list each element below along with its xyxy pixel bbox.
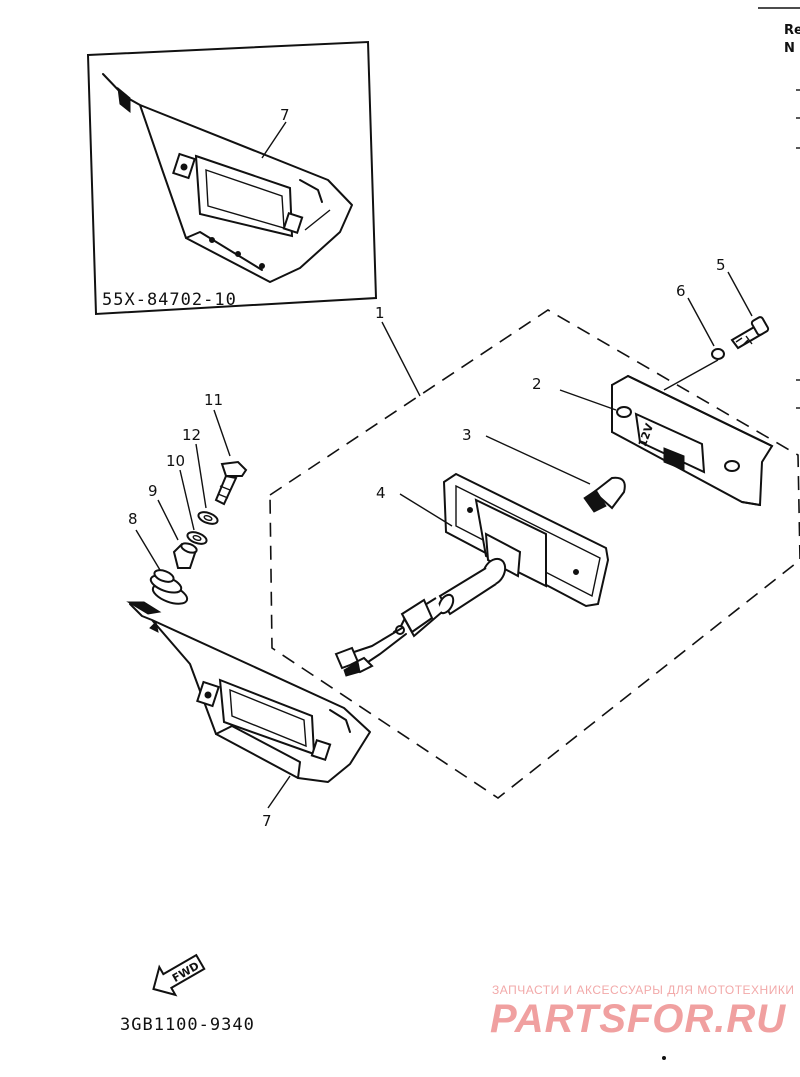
leader-6 bbox=[687, 297, 715, 347]
assembly-boundary-1 bbox=[269, 309, 800, 799]
bulb bbox=[583, 476, 626, 513]
inset-part-number: 55X-84702-10 bbox=[102, 290, 237, 310]
washer bbox=[711, 348, 725, 360]
grommet bbox=[149, 569, 189, 605]
leader-1 bbox=[381, 321, 421, 397]
callout-9: 9 bbox=[148, 482, 158, 500]
leader-12 bbox=[195, 443, 207, 509]
leader-2 bbox=[559, 389, 617, 411]
lens-socket-assembly bbox=[334, 472, 610, 677]
screw bbox=[730, 316, 770, 350]
callout-4: 4 bbox=[376, 484, 386, 502]
leader-10 bbox=[179, 469, 195, 531]
callout-2: 2 bbox=[532, 375, 542, 393]
inset-callout-7: 7 bbox=[280, 106, 290, 124]
washer-10 bbox=[186, 531, 208, 545]
leader-8 bbox=[135, 529, 161, 571]
leader-7 bbox=[267, 775, 291, 809]
inset-frame bbox=[86, 40, 378, 316]
license-bracket bbox=[126, 601, 371, 783]
inset-bracket-drawing bbox=[102, 73, 353, 283]
callout-10: 10 bbox=[166, 452, 185, 470]
callout-7: 7 bbox=[262, 812, 272, 830]
callout-6: 6 bbox=[676, 282, 686, 300]
callout-12: 12 bbox=[182, 426, 201, 444]
scan-speck bbox=[662, 1056, 666, 1060]
inset-leader bbox=[261, 121, 287, 159]
callout-3: 3 bbox=[462, 426, 472, 444]
inset-alternate-part: 7 55X-84702-10 bbox=[86, 40, 378, 316]
leader-11 bbox=[213, 409, 231, 457]
diagram-code: 3GB1100-9340 bbox=[120, 1015, 255, 1035]
leader-5 bbox=[727, 271, 753, 317]
leader-9 bbox=[157, 499, 179, 541]
fwd-arrow-icon: FWD bbox=[152, 953, 206, 997]
margin-tick-marks bbox=[796, 89, 800, 409]
license-lamp-housing: 12V bbox=[611, 374, 774, 507]
callout-5: 5 bbox=[716, 256, 726, 274]
callout-1: 1 bbox=[375, 304, 385, 322]
header-cut-line1: Re bbox=[784, 23, 800, 38]
nut bbox=[197, 511, 219, 525]
callout-11: 11 bbox=[204, 391, 223, 409]
collar bbox=[172, 542, 198, 569]
watermark-tagline: ЗАПЧАСТИ И АКСЕССУАРЫ ДЛЯ МОТОТЕХНИКИ bbox=[492, 983, 794, 997]
bolt bbox=[214, 460, 248, 506]
watermark-logo: PARTSFOR.RU bbox=[490, 997, 786, 1041]
header-cut-line2: N bbox=[784, 41, 795, 56]
callout-8: 8 bbox=[128, 510, 138, 528]
leader-3 bbox=[485, 435, 591, 485]
screw-axis bbox=[663, 359, 719, 391]
leader-4 bbox=[399, 493, 453, 527]
